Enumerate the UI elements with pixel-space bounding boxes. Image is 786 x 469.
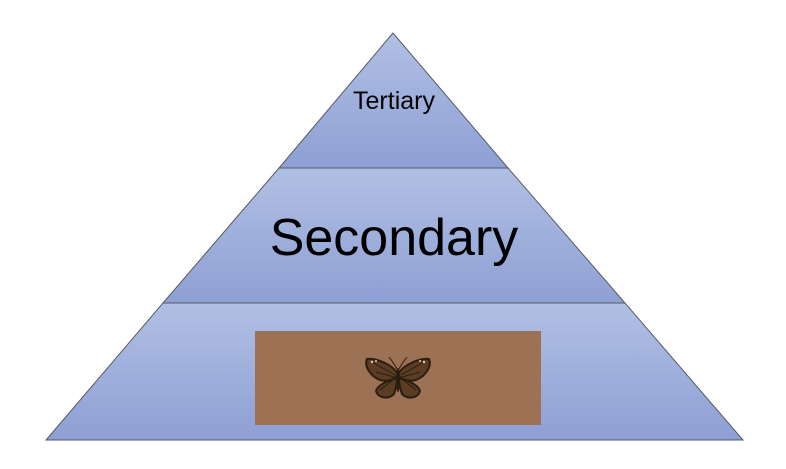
tier-label-tertiary: Tertiary xyxy=(353,87,435,115)
tier-label-secondary: Secondary xyxy=(270,209,519,267)
butterfly-icon xyxy=(365,356,431,399)
